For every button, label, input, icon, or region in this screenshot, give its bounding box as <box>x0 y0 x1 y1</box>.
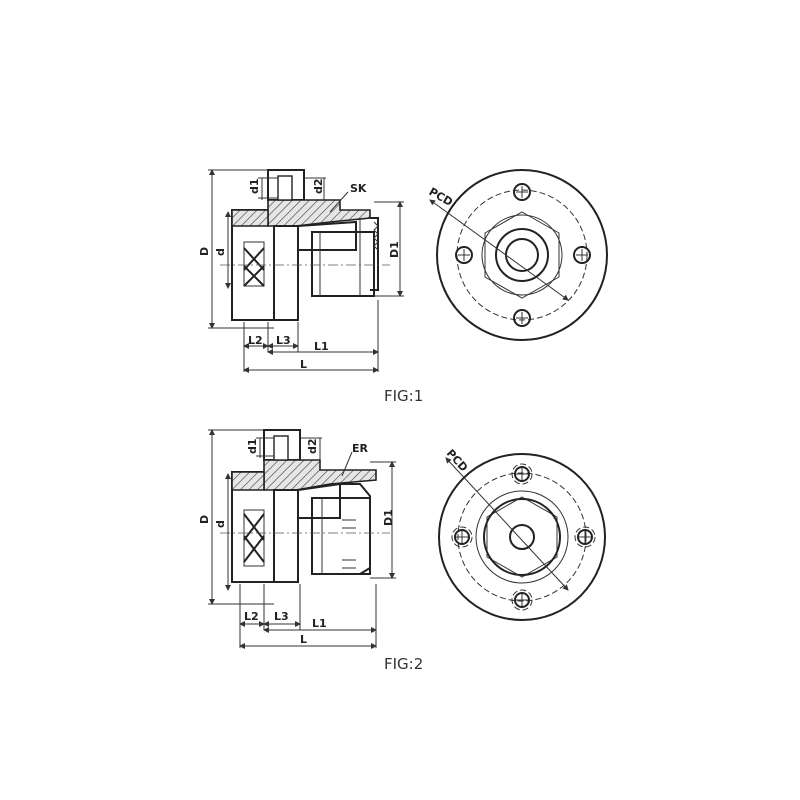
fig2-D-label: D <box>198 515 211 524</box>
fig2-front-view: PCD <box>438 447 606 621</box>
fig1-PCD-label: PCD <box>427 185 455 209</box>
fig1-caption: FIG:1 <box>384 387 423 405</box>
fig2-caption: FIG:2 <box>384 655 423 673</box>
fig1-clamp-label: SK <box>350 182 367 195</box>
fig1-front-view: PCD <box>427 169 608 341</box>
fig2-L3-label: L3 <box>274 610 289 623</box>
fig1-d-label: d <box>214 248 227 256</box>
fig2-d-label: d <box>214 520 227 528</box>
fig1-L2-label: L2 <box>248 334 263 347</box>
fig2-D1-label: D1 <box>382 509 395 526</box>
fig1-L3-label: L3 <box>276 334 291 347</box>
fig1-side-view: d1 d2 SK D d D1 L2 L3 L1 L <box>198 169 404 373</box>
fig1-L-label: L <box>300 358 307 371</box>
fig1-D-label: D <box>198 247 211 256</box>
fig2-L1-label: L1 <box>312 617 327 630</box>
fig1-d2-label: d2 <box>312 178 325 194</box>
fig1-L1-label: L1 <box>314 340 329 353</box>
fig2-d1-label: d1 <box>246 438 259 454</box>
fig2-clamp-label: ER <box>352 442 369 455</box>
fig2-d2-label: d2 <box>306 438 319 454</box>
fig2-side-view: d1 d2 ER D d D1 L2 L3 L1 L <box>198 429 396 649</box>
fig2-L-label: L <box>300 633 307 646</box>
fig2-L2-label: L2 <box>244 610 259 623</box>
fig1-d1-label: d1 <box>248 178 261 194</box>
fig1-D1-label: D1 <box>388 241 401 258</box>
